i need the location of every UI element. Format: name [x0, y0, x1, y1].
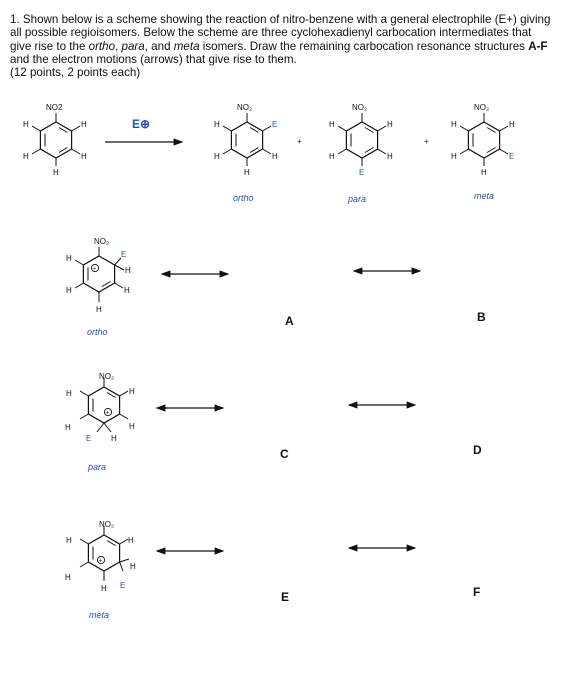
svg-text:E: E [509, 152, 514, 161]
svg-text:H: H [66, 254, 72, 263]
svg-text:H: H [23, 152, 29, 161]
svg-text:E: E [86, 434, 91, 443]
question-number: 1. [10, 13, 20, 26]
svg-text:NO₂: NO₂ [237, 103, 252, 112]
svg-text:NO₂: NO₂ [94, 237, 109, 246]
svg-text:H: H [272, 152, 278, 161]
question-line-4b: and the electron motions (arrows) that g… [10, 52, 297, 66]
svg-text:H: H [66, 536, 72, 545]
word-a-f: A-F [528, 39, 548, 53]
para-label-row: para [87, 462, 106, 472]
svg-text:H: H [96, 305, 102, 314]
electrophile-label: E⊕ [132, 117, 150, 131]
svg-text:E: E [272, 120, 277, 129]
svg-text:H: H [509, 120, 515, 129]
word-ortho: ortho [88, 39, 116, 53]
answer-label-f: F [473, 585, 480, 599]
answer-label-c: C [280, 447, 289, 461]
para-label-top: para [347, 194, 366, 204]
svg-text:H: H [244, 168, 250, 177]
svg-text:H: H [130, 562, 136, 571]
svg-text:NO₂: NO₂ [474, 103, 489, 112]
sep: , and [144, 39, 174, 53]
svg-text:H: H [81, 120, 87, 129]
svg-text:NO₂: NO₂ [99, 372, 114, 381]
ortho-product: NO₂ H E H H H [214, 103, 278, 177]
question-line-1: Shown below is a scheme showing the reac… [22, 13, 492, 26]
svg-text:H: H [214, 120, 220, 129]
svg-text:E: E [359, 168, 364, 177]
svg-text:H: H [66, 389, 72, 398]
svg-text:H: H [23, 120, 29, 129]
svg-text:H: H [129, 422, 135, 431]
answer-label-d: D [473, 443, 482, 457]
meta-label-top: meta [474, 191, 494, 201]
question-line-5: (12 points, 2 points each) [10, 66, 141, 80]
svg-text:H: H [481, 168, 487, 177]
answer-label-b: B [477, 310, 486, 324]
word-para: para [121, 39, 145, 53]
svg-text:+: + [93, 266, 97, 272]
svg-text:H: H [111, 434, 117, 443]
svg-text:NO₂: NO₂ [352, 103, 367, 112]
svg-text:H: H [101, 584, 107, 593]
svg-text:H: H [387, 120, 393, 129]
meta-label-row: meta [89, 610, 109, 620]
svg-text:H: H [125, 266, 131, 275]
question-line-4a: carbocation resonance structures [353, 39, 529, 53]
svg-text:H: H [451, 120, 457, 129]
svg-text:+: + [106, 410, 110, 416]
para-intermediate: + NO₂ H H H H E H [65, 372, 135, 443]
svg-text:H: H [128, 536, 134, 545]
word-meta: meta [173, 39, 200, 53]
nitrobenzene-structure: NO2 H H H H H [23, 103, 87, 177]
ortho-label-top: ortho [233, 193, 254, 203]
svg-text:H: H [124, 286, 130, 295]
svg-text:+: + [424, 137, 429, 146]
para-product: NO₂ H H H H E [329, 103, 393, 177]
question-text: 1. Shown below is a scheme showing the r… [10, 13, 555, 79]
svg-text:H: H [329, 120, 335, 129]
svg-text:E: E [121, 250, 126, 259]
svg-text:H: H [53, 168, 59, 177]
svg-text:H: H [65, 423, 71, 432]
svg-text:E: E [120, 581, 125, 590]
svg-text:H: H [214, 152, 220, 161]
answer-label-e: E [281, 590, 289, 604]
nitro-label: NO2 [46, 103, 63, 112]
question-line-3a: intermediates that give rise to the [10, 26, 532, 53]
ortho-label-row: ortho [87, 327, 108, 337]
svg-text:H: H [65, 573, 71, 582]
svg-text:NO₂: NO₂ [99, 520, 114, 529]
question-line-3b: isomers. Draw the remaining [199, 39, 351, 53]
svg-text:H: H [66, 286, 72, 295]
svg-text:+: + [99, 558, 103, 564]
answer-label-a: A [285, 314, 294, 328]
svg-text:H: H [387, 152, 393, 161]
sep: , [115, 39, 122, 53]
svg-text:H: H [451, 152, 457, 161]
question-line-2: (E+) giving all possible regioisomers. B… [10, 13, 551, 40]
plus-sign: + [297, 137, 302, 146]
svg-text:H: H [81, 152, 87, 161]
svg-text:H: H [329, 152, 335, 161]
meta-product: NO₂ H H H E H [451, 103, 515, 177]
svg-text:H: H [129, 387, 135, 396]
meta-intermediate: + NO₂ H H H H E H [65, 520, 136, 593]
ortho-intermediate: + NO₂ E H H H H H [66, 237, 131, 314]
